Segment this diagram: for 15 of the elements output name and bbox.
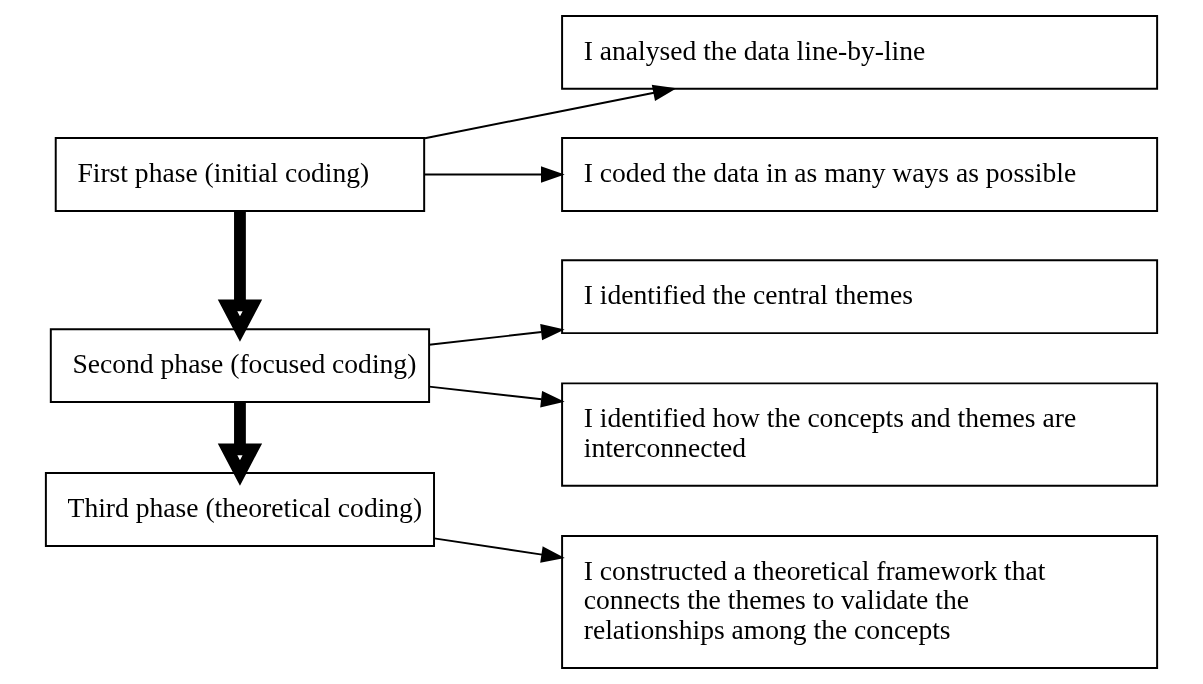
node-box: Second phase (focused coding) — [49, 328, 431, 404]
arrow — [217, 402, 263, 486]
arrow — [428, 385, 565, 408]
node-box: Third phase (theoretical coding) — [44, 472, 435, 547]
node-box: First phase (initial coding) — [54, 137, 426, 212]
node-box: I constructed a theoretical framework that connects the themes to validate the relationships among the concepts — [561, 535, 1159, 670]
node-box: I identified how the concepts and themes are interconnected — [561, 382, 1159, 487]
node-box: I identified the central themes — [561, 259, 1159, 335]
arrow — [428, 323, 565, 346]
node-box: I analysed the data line-by-line — [561, 14, 1159, 90]
arrow — [424, 84, 677, 140]
arrow — [217, 211, 263, 342]
node-box: I coded the data in as many ways as possible — [561, 137, 1159, 212]
arrow — [424, 166, 565, 183]
arrow — [433, 537, 565, 563]
